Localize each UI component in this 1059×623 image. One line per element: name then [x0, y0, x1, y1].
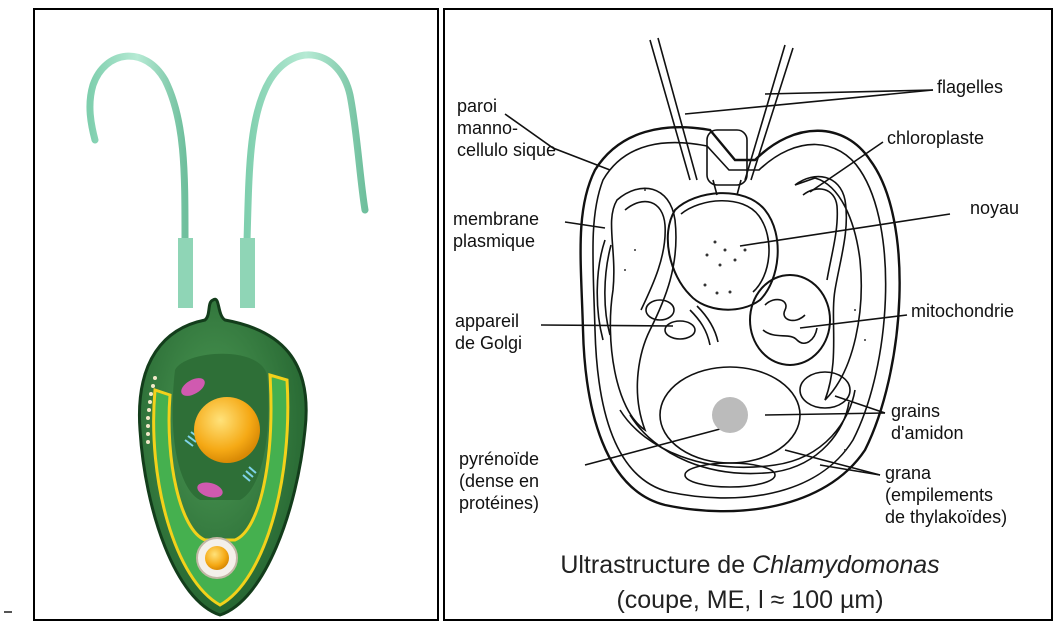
leader-chloroplaste — [810, 142, 883, 192]
leader-grains-2 — [765, 413, 885, 415]
label-pyrenoide: pyrénoïde (dense en protéines) — [459, 448, 539, 514]
right-flagellum — [247, 55, 365, 242]
label-noyau: noyau — [970, 197, 1019, 219]
chlamydomonas-illustration — [35, 10, 441, 623]
nucleus — [194, 397, 260, 463]
leader-golgi — [541, 325, 673, 326]
leader-grains-1 — [835, 396, 885, 413]
flagellum-left — [650, 38, 697, 180]
label-mitochondrie: mitochondrie — [911, 300, 1014, 322]
caption-genus: Chlamydomonas — [752, 551, 940, 579]
leader-grana-1 — [785, 450, 880, 475]
chloroplast-lobe-right — [795, 177, 861, 400]
starch-grain-right — [800, 372, 850, 408]
label-flagelles: flagelles — [937, 76, 1003, 98]
label-grana: grana (empilements de thylakoïdes) — [885, 462, 1007, 528]
leader-mitochondrie — [800, 315, 907, 328]
label-membrane: membrane plasmique — [453, 208, 539, 252]
flagellar-base — [707, 130, 747, 185]
label-golgi: appareil de Golgi — [455, 310, 522, 354]
ultrastructure-panel: paroi manno- cellulo sique membrane plas… — [443, 8, 1053, 621]
illustration-panel — [33, 8, 439, 621]
leader-membrane — [565, 222, 605, 228]
label-paroi: paroi manno- cellulo sique — [457, 95, 556, 161]
left-flagellum — [90, 56, 185, 240]
caption-line-1: Ultrastructure de Chlamydomonas — [445, 550, 1055, 580]
corner-mark — [4, 611, 12, 613]
leader-pyrenoide — [585, 425, 735, 465]
pyrenoid-core — [712, 397, 748, 433]
label-grains: grains d'amidon — [891, 400, 963, 444]
caption-prefix: Ultrastructure de — [560, 551, 752, 579]
label-chloroplaste: chloroplaste — [887, 127, 984, 149]
caption-line-2: (coupe, ME, l ≈ 100 µm) — [445, 585, 1055, 615]
